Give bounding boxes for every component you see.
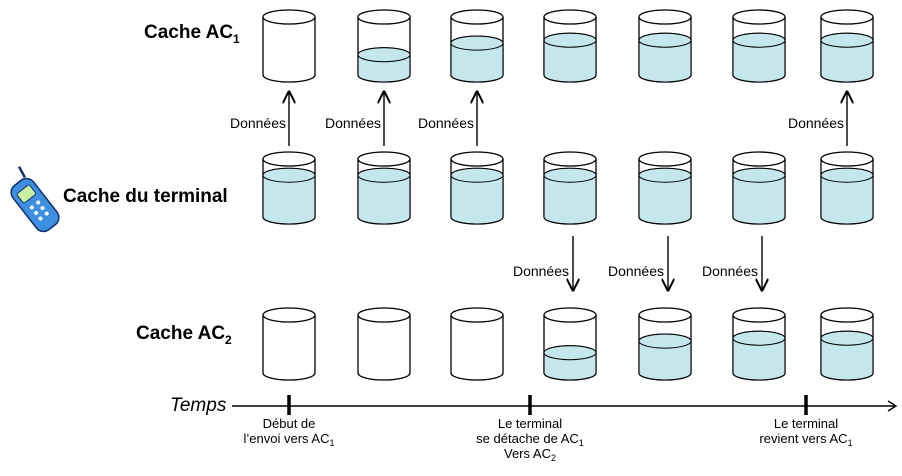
- cylinder-ac1-2: [357, 9, 411, 83]
- cylinder-ac2-6: [732, 307, 786, 381]
- cylinder-terminal-4: [543, 151, 597, 225]
- cylinder-ac2-5: [638, 307, 692, 381]
- event-2-line-3: Vers AC2: [504, 446, 556, 463]
- transfer-label: Données: [788, 115, 844, 131]
- cylinder-ac1-4: [543, 9, 597, 83]
- event-1-line-2: l’envoi vers AC1: [244, 431, 335, 448]
- transfer-label: Données: [513, 263, 569, 279]
- cylinder-ac2-7: [820, 307, 874, 381]
- transfer-label: Données: [702, 263, 758, 279]
- cylinder-ac1-1: [262, 9, 316, 83]
- cylinder-terminal-2: [357, 151, 411, 225]
- time-axis-label: Temps: [170, 395, 227, 416]
- cylinder-ac2-1: [262, 307, 316, 381]
- event-2-line-2: se détache de AC1: [476, 431, 584, 448]
- cylinder-ac2-2: [357, 307, 411, 381]
- event-3-line-1: Le terminal: [774, 416, 838, 431]
- cylinder-terminal-5: [638, 151, 692, 225]
- mobile-phone-icon: [10, 166, 60, 233]
- cache-cylinders: [262, 9, 874, 381]
- row-label-cache-terminal: Cache du terminal: [63, 186, 228, 207]
- cylinder-ac1-7: [820, 9, 874, 83]
- row-label-cache-ac2: Cache AC2: [136, 323, 232, 347]
- cylinder-ac2-3: [450, 307, 504, 381]
- transfer-label: Données: [325, 115, 381, 131]
- cylinder-ac2-4: [543, 307, 597, 381]
- transfer-label: Données: [418, 115, 474, 131]
- event-1-line-1: Début de: [263, 416, 316, 431]
- time-axis-arrowhead: [887, 400, 898, 412]
- cylinder-ac1-3: [450, 9, 504, 83]
- event-3-line-2: revient vers AC1: [759, 431, 852, 448]
- transfer-label: Données: [608, 263, 664, 279]
- cylinder-terminal-6: [732, 151, 786, 225]
- row-label-cache-ac1: Cache AC1: [144, 22, 240, 46]
- cylinder-terminal-7: [820, 151, 874, 225]
- transfer-label: Données: [230, 115, 286, 131]
- event-2-line-1: Le terminal: [498, 416, 562, 431]
- cylinder-terminal-1: [262, 151, 316, 225]
- cylinder-ac1-5: [638, 9, 692, 83]
- cylinder-terminal-3: [450, 151, 504, 225]
- cylinder-ac1-6: [732, 9, 786, 83]
